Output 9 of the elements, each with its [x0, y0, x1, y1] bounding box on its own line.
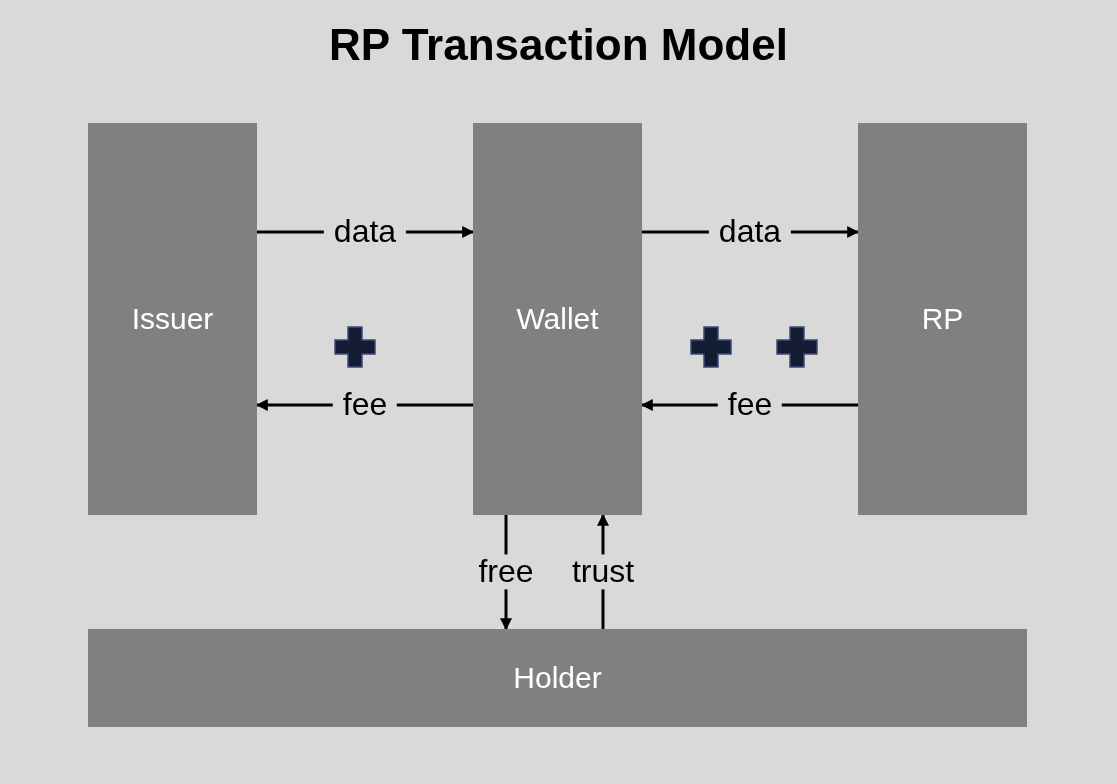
process-box	[88, 123, 257, 515]
node-label: Wallet	[516, 302, 599, 336]
node-label: Issuer	[131, 302, 214, 336]
node-label: RP	[921, 302, 964, 336]
diagram-title: RP Transaction Model	[329, 20, 788, 70]
process-box	[858, 123, 1027, 515]
process-box	[88, 629, 1027, 727]
process-box	[473, 123, 642, 515]
node-label: Holder	[513, 661, 602, 695]
